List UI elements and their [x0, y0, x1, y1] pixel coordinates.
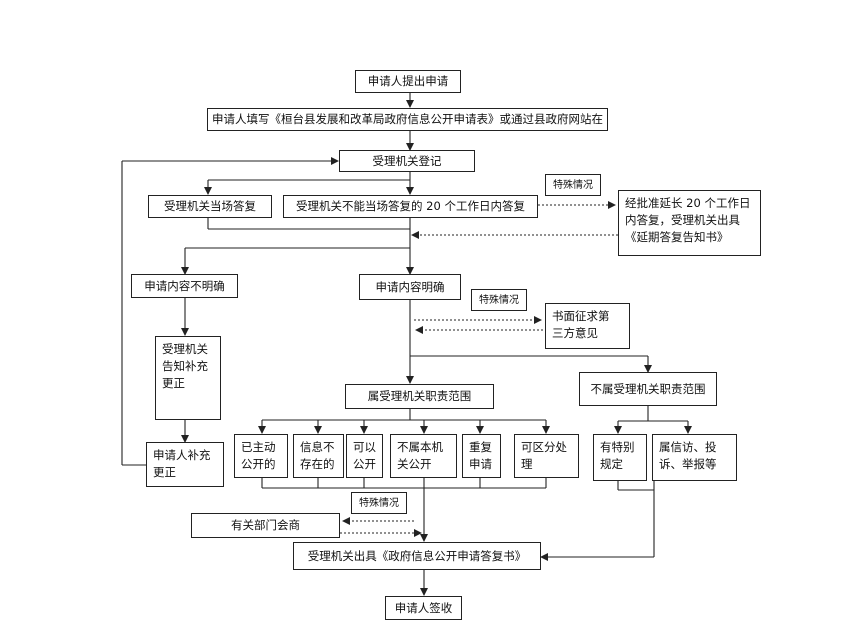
node-third-party: 书面征求第 三方意见 — [545, 303, 630, 349]
node-applicant-supplement: 申请人补充 更正 — [146, 442, 224, 487]
node-answer-on-spot: 受理机关当场答复 — [148, 195, 272, 218]
node-answer-20-days: 受理机关不能当场答复的 20 个工作日内答复 — [283, 195, 538, 218]
node-sign: 申请人签收 — [385, 596, 462, 620]
node-register: 受理机关登记 — [339, 150, 475, 172]
node-extend: 经批准延长 20 个工作日 内答复，受理机关出具 《延期答复告知书》 — [618, 190, 761, 256]
node-fill-form: 申请人填写《桓台县发展和改革局政府信息公开申请表》或通过县政府网站在 — [207, 108, 608, 131]
node-case-partial: 可区分处 理 — [514, 434, 579, 478]
node-case-can-public: 可以 公开 — [346, 434, 383, 478]
node-case-not-exist: 信息不 存在的 — [293, 434, 344, 478]
node-case-not-public: 不属本机 关公开 — [390, 434, 457, 478]
node-notify-supplement: 受理机关 告知补充 更正 — [155, 336, 221, 420]
node-other-special: 有特别 规定 — [593, 434, 647, 481]
label-special-2: 特殊情况 — [471, 289, 527, 311]
label-special-3: 特殊情况 — [351, 492, 407, 514]
node-case-public: 已主动 公开的 — [234, 434, 288, 478]
node-apply: 申请人提出申请 — [355, 70, 461, 93]
node-consult: 有关部门会商 — [191, 513, 340, 538]
node-in-scope: 属受理机关职责范围 — [345, 384, 494, 409]
node-unclear: 申请内容不明确 — [131, 274, 238, 298]
node-clear: 申请内容明确 — [359, 274, 461, 300]
node-other-petition: 属信访、投 诉、举报等 — [652, 434, 737, 481]
label-special-1: 特殊情况 — [545, 174, 601, 196]
node-issue-reply: 受理机关出具《政府信息公开申请答复书》 — [293, 542, 541, 570]
node-case-repeat: 重复 申请 — [462, 434, 501, 478]
node-out-scope: 不属受理机关职责范围 — [579, 372, 717, 406]
